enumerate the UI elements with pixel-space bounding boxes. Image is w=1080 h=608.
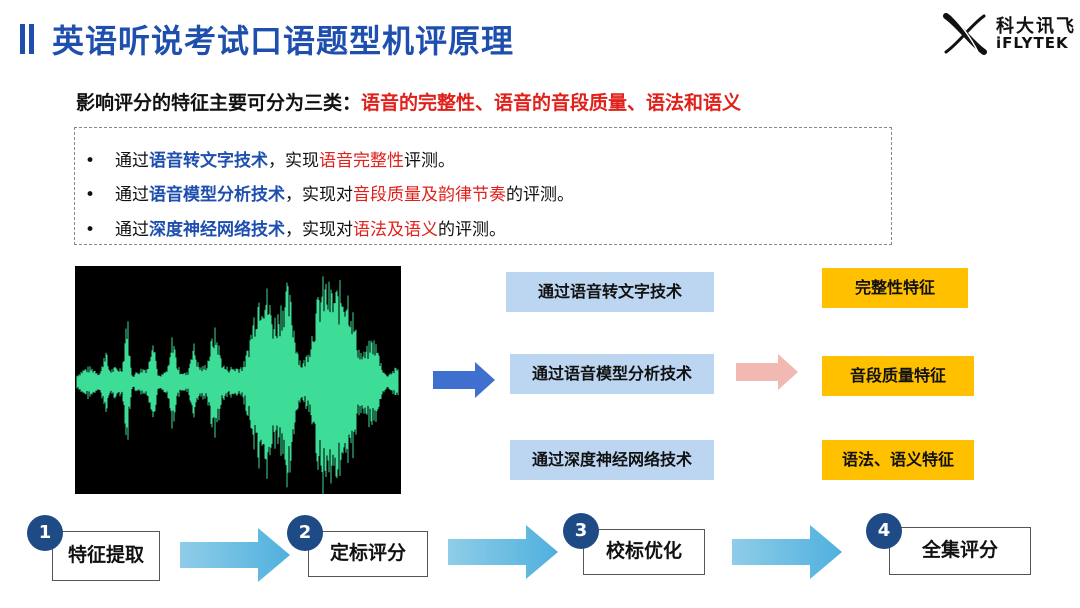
logo-text-en: iFLYTEK (996, 34, 1069, 52)
step-arrow-icon (732, 525, 842, 579)
step-box-full-set-scoring: 全集评分 (889, 527, 1031, 575)
bullet-target: 语法及语义 (353, 220, 438, 240)
feature-box-segment-quality: 音段质量特征 (822, 356, 974, 396)
bullet-text: 通过 (115, 185, 149, 205)
step-number-badge: 3 (563, 513, 599, 549)
bullet-target: 音段质量及韵律节奏 (353, 185, 506, 205)
bullet-text: ，实现 (268, 151, 319, 171)
bullet-text: 的评测。 (506, 185, 574, 205)
step-arrow-icon (180, 528, 290, 582)
step-number-badge: 2 (287, 515, 323, 551)
bullet-tech: 语音转文字技术 (149, 151, 268, 171)
arrow-right-icon (433, 362, 495, 398)
bullet-text: ，实现对 (285, 185, 353, 205)
step-box-feature-extraction: 特征提取 (52, 531, 160, 581)
bullet-item: • 通过语音转文字技术，实现语音完整性评测。 (85, 146, 455, 171)
subtitle: 影响评分的特征主要可分为三类：语音的完整性、语音的音段质量、语法和语义 (76, 88, 741, 115)
bullet-box: •通过语音转文字技术，实现语音完整性评测。 •通过语音模型分析技术，实现对音段质… (74, 127, 892, 245)
feature-box-grammar-semantics: 语法、语义特征 (822, 440, 974, 480)
bullet-text: 通过 (115, 220, 149, 240)
tech-box-speech-to-text: 通过语音转文字技术 (506, 272, 714, 312)
tech-box-neural-network: 通过深度神经网络技术 (510, 440, 714, 480)
bullet-mark: • (85, 220, 96, 240)
bullet-text: 通过 (115, 151, 149, 171)
bullet-mark: • (85, 151, 96, 171)
bullet-item: • 通过语音模型分析技术，实现对音段质量及韵律节奏的评测。 (85, 180, 574, 205)
bullet-text: ，实现对 (285, 220, 353, 240)
subtitle-prefix: 影响评分的特征主要可分为三类： (76, 92, 362, 114)
step-box-calibration-optimization: 校标优化 (583, 529, 705, 575)
step-arrow-icon (448, 525, 558, 579)
iflytek-logo-icon (943, 13, 987, 55)
logo-text-cn: 科大讯飞 (996, 16, 1076, 37)
page-title: 英语听说考试口语题型机评原理 (52, 22, 515, 60)
subtitle-highlight: 语音的完整性、语音的音段质量、语法和语义 (361, 92, 742, 114)
bullet-tech: 语音模型分析技术 (149, 185, 285, 205)
waveform-lines (76, 276, 399, 494)
bullet-target: 语音完整性 (319, 151, 404, 171)
title-bars-decoration (20, 24, 40, 54)
audio-waveform-image (75, 266, 401, 494)
feature-box-completeness: 完整性特征 (822, 268, 968, 308)
bullet-tech: 深度神经网络技术 (149, 220, 285, 240)
tech-box-speech-model: 通过语音模型分析技术 (510, 354, 714, 394)
step-number-badge: 1 (27, 515, 63, 551)
bullet-item: • 通过深度神经网络技术，实现对语法及语义的评测。 (85, 215, 506, 240)
bullet-text: 评测。 (404, 151, 455, 171)
arrow-right-icon (736, 354, 798, 390)
step-box-calibration-scoring: 定标评分 (308, 531, 428, 577)
bullet-mark: • (85, 185, 96, 205)
bullet-text: 的评测。 (438, 220, 506, 240)
step-number-badge: 4 (866, 513, 902, 549)
